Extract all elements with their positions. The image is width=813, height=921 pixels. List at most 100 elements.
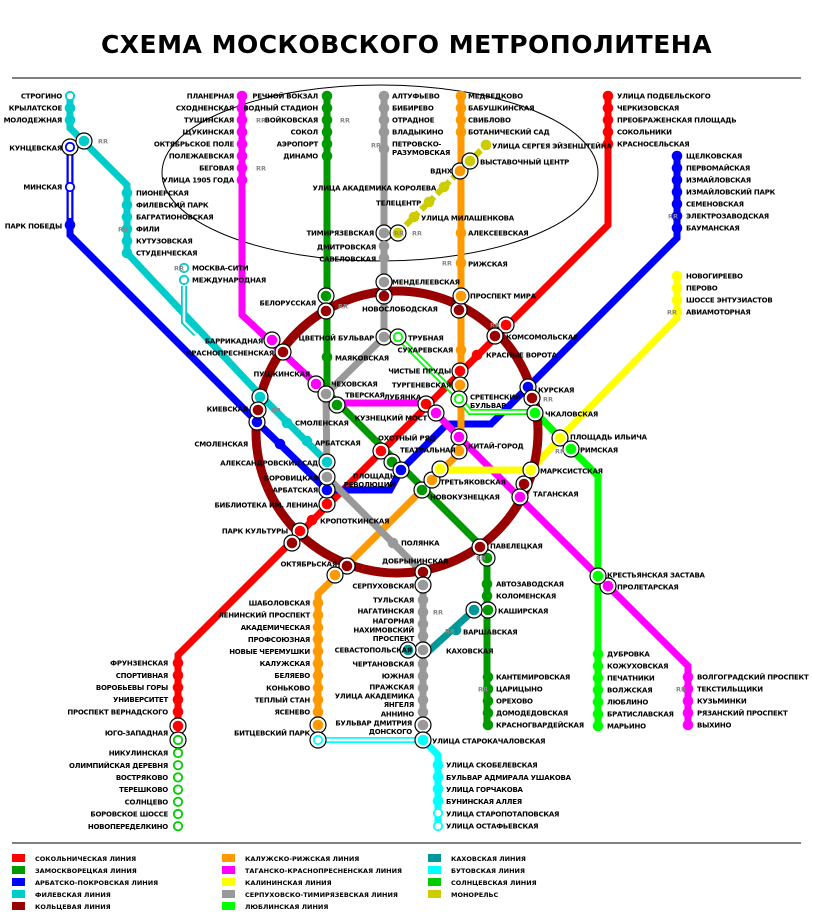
station-label[interactable]: КИТАЙ-ГОРОД [468, 442, 524, 451]
station-label[interactable]: СЕВАСТОПОЛЬСКАЯ [335, 647, 413, 655]
station-dot[interactable] [671, 198, 683, 210]
station-dot[interactable] [565, 443, 577, 455]
station-label[interactable]: ШОССЕ ЭНТУЗИАСТОВ [686, 297, 773, 305]
station-dot[interactable] [671, 210, 683, 222]
station-label[interactable]: ШАБОЛОВСКАЯ [249, 600, 311, 608]
station-label[interactable]: АКАДЕМИЧЕСКАЯ [241, 624, 311, 632]
station-label[interactable]: ПЕРОВО [686, 285, 718, 293]
station-dot[interactable] [417, 682, 429, 694]
station-dot[interactable] [417, 658, 429, 670]
station-label[interactable]: НОВОКУЗНЕЦКАЯ [430, 494, 500, 502]
station-dot[interactable] [172, 657, 184, 669]
station-dot[interactable] [321, 114, 333, 126]
station-dot[interactable] [500, 319, 512, 331]
station-label[interactable]: ЮГО-ЗАПАДНАЯ [105, 730, 168, 738]
station-dot[interactable] [378, 143, 390, 155]
station-dot[interactable] [236, 138, 248, 150]
station-dot[interactable] [64, 102, 76, 114]
station-label[interactable]: РЯЗАНСКИЙ ПРОСПЕКТ [697, 709, 788, 718]
station-label[interactable]: СОКОЛ [291, 129, 319, 137]
station-label[interactable]: КОМСОМОЛЬСКАЯ [506, 334, 578, 342]
station-label[interactable]: АРБАТСКАЯ [273, 487, 319, 495]
station-label[interactable]: ВДНХ [430, 168, 453, 176]
station-label[interactable]: КРОПОТКИНСКАЯ [320, 518, 390, 526]
station-dot[interactable] [121, 187, 133, 199]
station-label[interactable]: УЛИЦА СТАРОКАЧАЛОВСКАЯ [432, 738, 546, 746]
station-label[interactable]: КАХОВСКАЯ [446, 648, 494, 656]
station-label[interactable]: ОТРАДНОЕ [392, 117, 435, 125]
station-dot[interactable] [682, 707, 694, 719]
station-label[interactable]: СУХАРЕВСКАЯ [397, 347, 453, 355]
station-label[interactable]: ПЛАНЕРНАЯ [187, 93, 235, 101]
station-dot[interactable] [281, 417, 293, 429]
station-dot[interactable] [312, 670, 324, 681]
station-dot[interactable] [592, 684, 604, 696]
station-label[interactable]: ИЗМАЙЛОВСКИЙ ПАРК [686, 188, 776, 197]
station-label[interactable]: ВОСТРЯКОВО [116, 774, 169, 782]
station-dot[interactable] [482, 604, 494, 616]
station-dot[interactable] [602, 102, 614, 114]
station-dot[interactable] [671, 186, 683, 198]
station-dot[interactable] [468, 604, 480, 616]
station-label[interactable]: ЩУКИНСКАЯ [182, 129, 234, 137]
station-label[interactable]: МОЛОДЕЖНАЯ [4, 117, 63, 125]
station-dot[interactable] [172, 694, 184, 705]
station-dot[interactable] [602, 580, 614, 592]
station-dot-planned[interactable] [392, 331, 404, 343]
station-dot[interactable] [554, 432, 566, 444]
station-dot[interactable] [121, 235, 133, 247]
station-label[interactable]: МАЯКОВСКАЯ [335, 355, 389, 363]
station-label[interactable]: ТЕКСТИЛЬЩИКИ [697, 686, 764, 694]
station-dot[interactable] [417, 734, 429, 746]
station-dot[interactable] [378, 126, 390, 138]
station-dot[interactable] [254, 391, 266, 403]
station-dot[interactable] [274, 438, 286, 450]
station-label[interactable]: ОКТЯБРЬСКОЕ ПОЛЕ [154, 141, 235, 149]
station-dot[interactable] [321, 150, 333, 162]
station-label[interactable]: СОКОЛЬНИКИ [617, 129, 672, 137]
station-label[interactable]: КАНТЕМИРОВСКАЯ [496, 674, 570, 682]
station-label[interactable]: УЛИЦА 1905 ГОДА [162, 177, 235, 185]
station-dot[interactable] [321, 498, 333, 510]
station-dot-planned[interactable] [312, 734, 324, 746]
station-dot[interactable] [417, 618, 429, 630]
station-label[interactable]: СТУДЕНЧЕСКАЯ [136, 250, 198, 258]
station-label[interactable]: МЕНДЕЛЕЕВСКАЯ [392, 279, 460, 287]
station-dot[interactable] [378, 290, 390, 302]
station-dot[interactable] [455, 257, 467, 269]
station-dot[interactable] [592, 672, 604, 684]
station-label[interactable]: КУНЦЕВСКАЯ [9, 145, 62, 153]
station-label[interactable]: ПЕРВОМАЙСКАЯ [686, 164, 750, 173]
station-dot[interactable] [481, 578, 493, 590]
station-label[interactable]: ТУШИНСКАЯ [184, 117, 234, 125]
station-dot[interactable] [121, 223, 133, 235]
station-dot[interactable] [489, 330, 501, 342]
station-dot[interactable] [172, 720, 184, 732]
station-dot[interactable] [464, 155, 476, 167]
station-dot[interactable] [471, 349, 483, 361]
station-dot[interactable] [434, 463, 446, 475]
station-dot-planned[interactable] [172, 760, 184, 771]
station-dot[interactable] [392, 227, 404, 239]
station-dot[interactable] [395, 464, 407, 476]
station-dot[interactable] [375, 445, 387, 457]
station-dot[interactable] [417, 719, 429, 731]
station-label[interactable]: ПРОЛЕТАРСКАЯ [617, 584, 679, 592]
station-dot-planned[interactable] [172, 784, 184, 795]
station-dot-planned[interactable] [172, 796, 184, 807]
station-dot[interactable] [417, 579, 429, 591]
station-label[interactable]: КРАСНОГВАРДЕЙСКАЯ [496, 721, 584, 730]
station-dot[interactable] [671, 270, 683, 282]
station-dot[interactable] [378, 102, 390, 114]
station-label[interactable]: ПОЛЯНКА [401, 540, 440, 548]
station-dot[interactable] [294, 525, 306, 537]
station-label[interactable]: ТВЕРСКАЯ [345, 392, 385, 400]
station-label[interactable]: СПОРТИВНАЯ [116, 672, 168, 680]
station-dot-planned[interactable] [172, 808, 184, 820]
station-dot-planned[interactable] [432, 820, 444, 832]
station-dot[interactable] [455, 90, 467, 102]
station-label[interactable]: СХОДНЕНСКАЯ [176, 105, 234, 113]
station-dot[interactable] [454, 379, 466, 391]
station-label[interactable]: ФРУНЗЕНСКАЯ [110, 660, 168, 668]
station-dot[interactable] [306, 514, 318, 526]
